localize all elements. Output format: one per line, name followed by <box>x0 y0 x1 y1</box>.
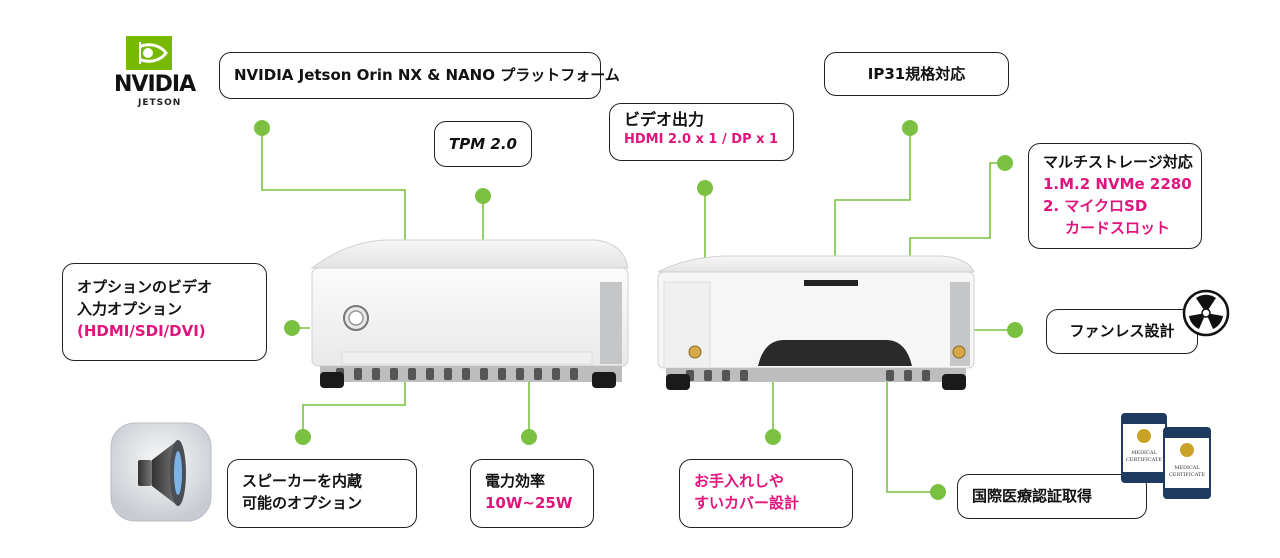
device-front-view <box>306 238 636 396</box>
medical-text: 国際医療認証取得 <box>972 487 1093 505</box>
leader-speaker <box>302 372 406 437</box>
callout-power: 電力効率 10W~25W <box>470 459 594 528</box>
tpm-text: TPM 2.0 <box>449 135 517 153</box>
callout-medical: 国際医療認証取得 <box>957 474 1147 519</box>
callout-storage: マルチストレージ対応 1.M.2 NVMe 2280 2. マイクロSD カード… <box>1028 143 1202 249</box>
leader-storage <box>909 162 1005 262</box>
fanless-text: ファンレス設計 <box>1069 322 1175 340</box>
callout-fanless: ファンレス設計 <box>1046 309 1198 354</box>
callout-ip31: IP31規格対応 <box>824 52 1009 96</box>
cert-text-1: MEDICAL CERTIFICATE <box>1125 450 1163 463</box>
nvidia-eye-icon <box>126 36 172 70</box>
callout-video-input-option: オプションのビデオ 入力オプション (HDMI/SDI/DVI) <box>62 263 267 361</box>
leader-ip31 <box>834 128 911 262</box>
storage-line1: 1.M.2 NVMe 2280 <box>1043 175 1192 193</box>
nvidia-jetson-logo: NVIDIA JETSON <box>110 36 200 116</box>
dot-power <box>521 429 537 445</box>
callout-speaker: スピーカーを内蔵 可能のオプション <box>227 459 417 528</box>
callout-platform: NVIDIA Jetson Orin NX & NANO プラットフォーム <box>219 52 620 99</box>
dot-medical <box>930 484 946 500</box>
device-rear-view <box>654 254 978 396</box>
callout-video-output: ビデオ出力 HDMI 2.0 x 1 / DP x 1 <box>609 103 794 161</box>
dot-video-out <box>697 180 713 196</box>
leader-platform <box>261 128 406 242</box>
storage-line2: 2. マイクロSD <box>1043 197 1148 215</box>
callout-easy-clean-cover: お手入れしや すいカバー設計 <box>679 459 853 528</box>
medical-certificate-icon: MEDICAL CERTIFICATE MEDICAL CERTIFICATE <box>1112 410 1224 500</box>
speaker-line2: 可能のオプション <box>242 494 363 512</box>
dot-platform <box>254 120 270 136</box>
dot-tpm <box>475 188 491 204</box>
cover-line1: お手入れしや <box>694 472 784 490</box>
video-opt-line2: 入力オプション <box>77 300 183 318</box>
fan-icon <box>1182 289 1230 337</box>
power-title: 電力効率 <box>485 472 546 490</box>
dot-speaker <box>295 429 311 445</box>
power-button-icon <box>342 304 370 332</box>
ip31-text: IP31規格対応 <box>867 65 966 83</box>
video-out-detail: HDMI 2.0 x 1 / DP x 1 <box>624 132 779 147</box>
dot-storage <box>997 155 1013 171</box>
power-detail: 10W~25W <box>485 494 573 512</box>
video-opt-line1: オプションのビデオ <box>77 278 213 296</box>
video-opt-line3: (HDMI/SDI/DVI) <box>77 322 206 340</box>
storage-title: マルチストレージ対応 <box>1043 153 1193 171</box>
dot-fanless <box>1007 322 1023 338</box>
dot-cover <box>765 429 781 445</box>
nvidia-wordmark: NVIDIA <box>114 72 196 97</box>
dot-ip31 <box>902 120 918 136</box>
cert-text-2: MEDICAL CERTIFICATE <box>1168 465 1206 478</box>
leader-medical <box>886 370 938 493</box>
speaker-icon <box>108 420 214 524</box>
speaker-line1: スピーカーを内蔵 <box>242 472 363 490</box>
platform-text: NVIDIA Jetson Orin NX & NANO プラットフォーム <box>234 66 620 84</box>
cover-line2: すいカバー設計 <box>694 494 800 512</box>
video-out-title: ビデオ出力 <box>624 110 705 129</box>
jetson-label: JETSON <box>138 98 182 108</box>
dot-video-option <box>284 320 300 336</box>
storage-line3: カードスロット <box>1065 219 1171 237</box>
callout-tpm: TPM 2.0 <box>434 121 532 167</box>
